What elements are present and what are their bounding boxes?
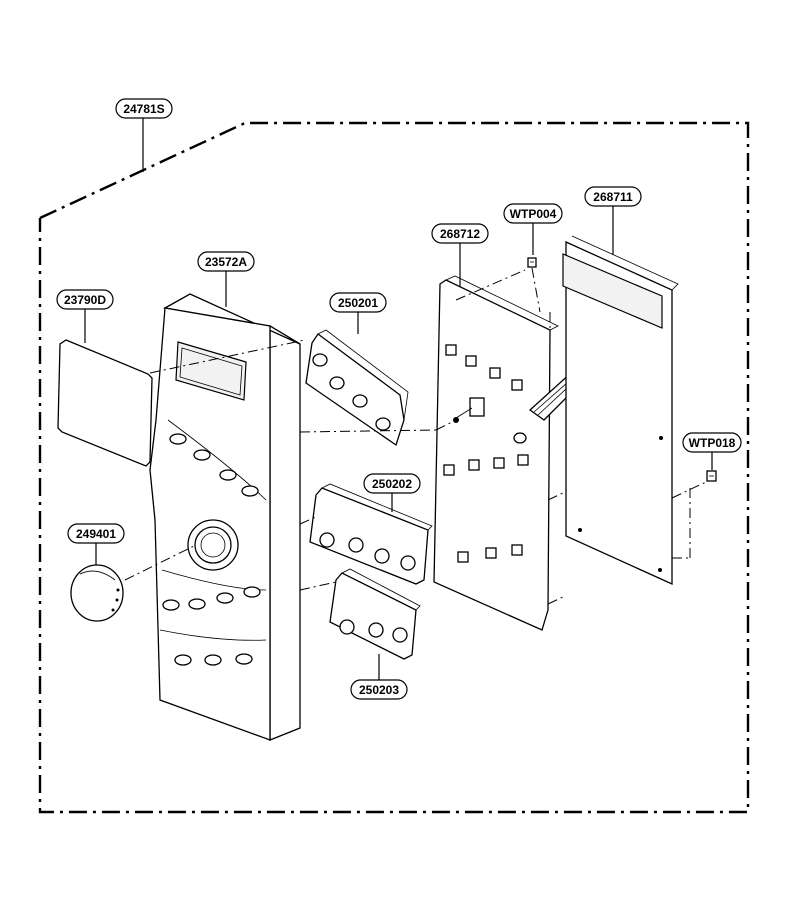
callout-250201: 250201 [329,292,387,334]
screw-right-part [706,470,717,482]
callout-250202: 250202 [363,473,421,512]
key-board-bottom-part [329,568,421,660]
label-250203: 250203 [359,683,399,697]
main-pcb-part [433,275,559,631]
label-23790D: 23790D [64,293,106,307]
assembly-boundary [38,121,750,814]
callout-24781S: 24781S [115,98,173,172]
label-268712: 268712 [440,227,480,241]
key-board-top-part [305,329,409,447]
screw-top-part [527,257,537,268]
panel-buttons [162,433,261,666]
label-268711: 268711 [593,190,633,204]
callout-249401: 249401 [67,523,125,565]
display-pcb-part [562,235,679,586]
assembly-guide-lines [124,267,707,605]
callout-23572A: 23572A [197,251,255,307]
label-WTP004: WTP004 [510,207,557,221]
callout-268711: 268711 [584,186,642,255]
knob-part [70,564,124,622]
label-WTP018: WTP018 [689,436,736,450]
label-24781S: 24781S [123,102,164,116]
callout-250203: 250203 [350,654,408,700]
callout-WTP004: WTP004 [503,203,563,255]
control-panel-part [149,293,301,741]
key-board-middle-part [309,483,433,585]
callout-268712: 268712 [431,223,489,290]
callout-23790D: 23790D [56,289,114,343]
label-249401: 249401 [76,527,116,541]
display-window-part [57,339,153,467]
label-250201: 250201 [338,296,378,310]
callout-WTP018: WTP018 [682,432,742,470]
label-250202: 250202 [372,477,412,491]
label-23572A: 23572A [205,255,247,269]
